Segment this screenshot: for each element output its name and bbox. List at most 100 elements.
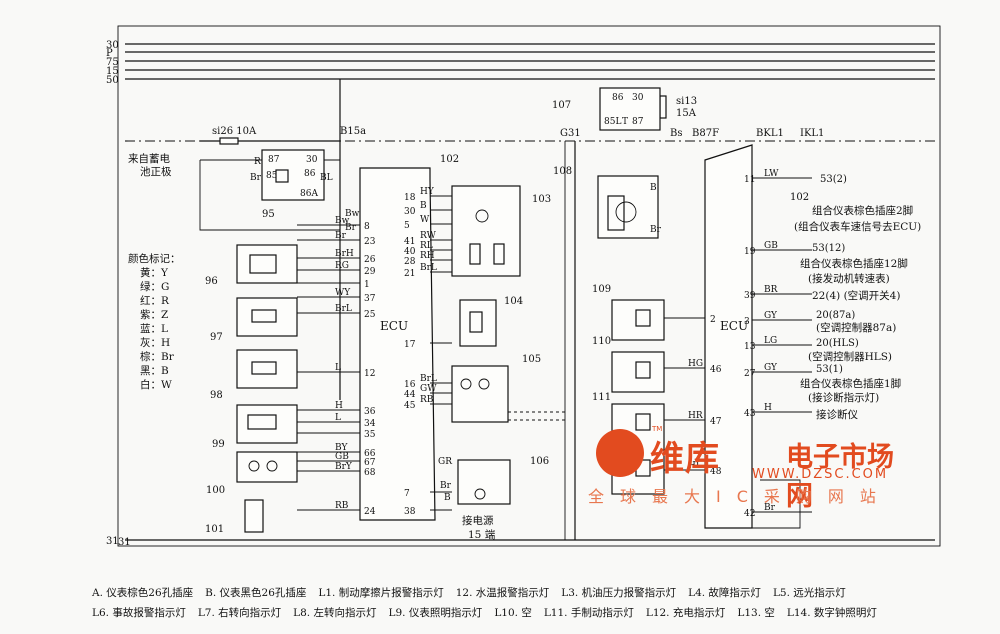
color-item: 绿：G	[140, 280, 169, 293]
ecu-left-pin: 25	[364, 310, 376, 320]
ecu-left-label: ECU	[380, 319, 408, 333]
relay-95-86: 86	[304, 169, 316, 179]
ecu-inner-wire: GW	[420, 384, 437, 394]
ecu-left-wire: BrY	[335, 462, 353, 472]
ecu-inner-wire: BrL	[420, 263, 437, 273]
ecu-right-pin: 46	[710, 365, 722, 375]
bs-label: Bs	[670, 128, 682, 139]
component-103: 103	[451, 185, 551, 277]
watermark-brand: 维库	[650, 439, 720, 479]
legend-item: 12. 水温报警指示灯	[455, 587, 550, 599]
label-103: 103	[532, 194, 551, 205]
ecu-left-pin: 36	[364, 407, 376, 417]
ecu-inner-wire: RL	[420, 241, 433, 251]
ecu-left-wire: BrH	[335, 249, 354, 259]
ecu-inner-pin: 45	[404, 401, 416, 411]
relay-107-86: 86	[612, 93, 624, 103]
annotation-20-87a-b: (空调控制器87a)	[816, 321, 896, 334]
annotation-diag: 接诊断仪	[816, 408, 858, 421]
component-104: 104	[459, 296, 523, 347]
watermark-logo-icon	[596, 429, 644, 477]
watermark-sub: 全球最大IC采购网站	[588, 487, 892, 506]
relay-95-bl: BL	[320, 173, 333, 183]
ecu-inner-pin: 40	[404, 247, 416, 257]
ikl1-label: IKL1	[800, 128, 824, 139]
b87f-label: B87F	[692, 128, 719, 139]
ecu-left-wire: Bw	[335, 216, 350, 226]
si13-rating: 15A	[676, 108, 697, 119]
ecu-inner-wire: RW	[420, 231, 437, 241]
relay-95-r: R	[254, 157, 261, 167]
ecu-left-inner-pins: 18HY30B5W41RW40RL28RH21BrL1716BrL44GW45R…	[404, 187, 452, 517]
ecu-right-wire: HL	[688, 461, 702, 471]
bus-label-31: 31	[106, 536, 119, 547]
label-108: 108	[553, 166, 572, 177]
ecu-right-wire: GB	[764, 241, 778, 251]
annotation-53-12b: 组合仪表棕色插座12脚	[800, 257, 908, 270]
annotation-20-87a: 20(87a)	[816, 310, 855, 321]
ecu-left-wire: Br	[335, 231, 347, 241]
label-100: 100	[206, 485, 225, 496]
ecu-left-wire: RB	[335, 501, 349, 511]
color-item: 紫：Z	[140, 309, 168, 321]
ecu-right-wire: GY	[764, 363, 778, 373]
ecu-left-pin: 8	[364, 222, 370, 232]
svg-text:Br: Br	[650, 225, 662, 235]
ecu-inner-pin: 5	[404, 221, 410, 231]
annotation-20-hls: 20(HLS)	[816, 338, 859, 349]
ecu-left-pin: 68	[364, 468, 376, 478]
ecu-inner-pin: 17	[404, 340, 416, 350]
ecu-inner-pin: 28	[404, 257, 416, 267]
watermark: TM 维库 电子市场网 WWW.DZSC.COM 全球最大IC采购网站	[588, 425, 918, 512]
ecu-right-wire: HR	[688, 411, 703, 421]
legend-item: L1. 制动摩擦片报警指示灯	[318, 587, 444, 599]
power-label: 接电源	[462, 514, 494, 527]
component-101: 101	[205, 499, 264, 535]
legend-item: L4. 故障指示灯	[688, 587, 761, 599]
watermark-tm: TM	[652, 425, 663, 433]
label-95: 95	[262, 209, 275, 220]
component-105: 105	[451, 354, 565, 423]
ecu-right-pin: 39	[744, 291, 756, 301]
annotation-20-hls-b: (空调控制器HLS)	[808, 350, 892, 363]
ecu-inner-wire: W	[420, 215, 430, 225]
ecu-left-pin: 35	[364, 430, 376, 440]
label-99: 99	[212, 439, 225, 450]
ecu-right-pin: 47	[710, 417, 722, 427]
label-109: 109	[592, 284, 611, 295]
legend-item: L5. 远光指示灯	[772, 587, 846, 599]
relay-95-brb: Br	[345, 223, 357, 233]
ecu-right-wire: GY	[764, 311, 778, 321]
bus-label-30: 30	[106, 40, 119, 51]
legend-item: L13. 空	[737, 607, 775, 619]
ecu-inner-wire: RH	[420, 251, 435, 261]
component-109: 109	[592, 284, 665, 341]
ecu-left-pin: 1	[364, 280, 370, 290]
ecu-right-pin: 48	[710, 467, 722, 477]
ecu-left-wire: RG	[335, 261, 349, 271]
battery-label: 来自蓄电	[128, 152, 170, 165]
label-96: 96	[205, 276, 218, 287]
ecu-right-wire: H	[764, 403, 772, 413]
legend-item: L9. 仪表照明指示灯	[388, 607, 483, 619]
label-110: 110	[592, 336, 611, 347]
annotation-53-1c: (接诊断指示灯)	[808, 391, 879, 404]
svg-text:B: B	[650, 183, 657, 193]
ecu-left-pin: 34	[364, 419, 376, 429]
ecu-left-pin: 29	[364, 267, 376, 277]
relay-107-87: 87	[632, 117, 644, 127]
color-item: 蓝：L	[140, 323, 168, 335]
ecu-left-wire: L	[335, 413, 341, 423]
annotation-53-12c: (接发动机转速表)	[808, 272, 890, 285]
ecu-left-wire: L	[335, 363, 341, 373]
ecu-left-pin: 23	[364, 237, 376, 247]
annotation-53-1: 53(1)	[816, 364, 843, 375]
relay-95-br: Br	[250, 173, 262, 183]
relay-95-85: 85	[266, 171, 278, 181]
ecu-right-wire: BR	[764, 285, 778, 295]
relay-107-t: T	[622, 117, 628, 127]
label-102: 102	[440, 154, 459, 165]
